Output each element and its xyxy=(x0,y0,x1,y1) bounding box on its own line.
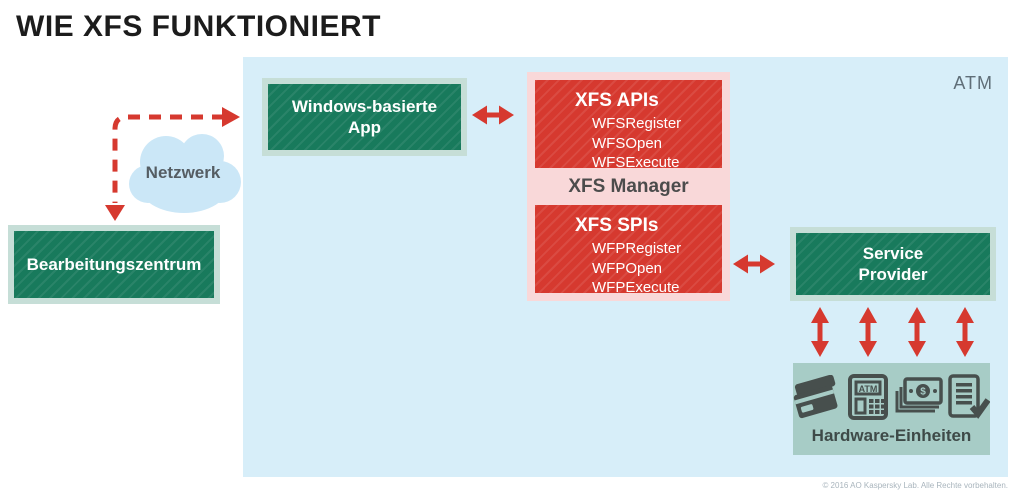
xfs-spis-box: XFS SPIs WFPRegister WFPOpen WFPExecute xyxy=(535,205,722,296)
xfs-api-item: WFSRegister xyxy=(592,115,682,132)
network-dashed-arrow xyxy=(105,107,240,221)
xfs-spi-item: WFPExecute xyxy=(592,279,680,296)
hardware-units-box: ATM $ xyxy=(793,363,990,455)
processing-center-box: Bearbeitungszentrum xyxy=(8,225,220,304)
atm-machine-icon: ATM xyxy=(848,374,888,420)
hardware-icons-row: ATM $ xyxy=(793,372,990,422)
service-provider-box: Service Provider xyxy=(790,227,996,301)
page-title: WIE XFS FUNKTIONIERT xyxy=(16,10,381,43)
xfs-manager-stack: XFS APIs WFSRegister WFSOpen WFSExecute … xyxy=(527,72,730,301)
copyright-text: © 2016 AO Kaspersky Lab. Alle Rechte vor… xyxy=(822,481,1008,490)
xfs-manager-strip: XFS Manager xyxy=(535,168,722,205)
network-cloud-label: Netzwerk xyxy=(145,163,221,182)
svg-text:ATM: ATM xyxy=(859,384,878,394)
cash-icon: $ xyxy=(895,377,943,413)
network-cloud-icon xyxy=(129,134,241,213)
xfs-apis-title: XFS APIs xyxy=(575,90,659,111)
xfs-spi-item: WFPRegister xyxy=(592,240,682,257)
xfs-api-item: WFSOpen xyxy=(592,134,663,152)
xfs-spi-item: WFPOpen xyxy=(592,259,663,277)
xfs-api-item: WFSExecute xyxy=(592,154,680,171)
app-api-double-arrow-icon xyxy=(472,105,514,125)
processing-center-label: Bearbeitungszentrum xyxy=(26,254,202,274)
provider-hardware-arrow-icon xyxy=(908,307,926,357)
atm-panel-label: ATM xyxy=(953,73,993,93)
receipt-check-icon xyxy=(948,374,990,419)
hardware-units-label: Hardware-Einheiten xyxy=(811,426,972,445)
svg-text:$: $ xyxy=(920,387,926,398)
windows-app-label: Windows-basierte App xyxy=(291,96,438,137)
spi-provider-double-arrow-icon xyxy=(733,254,775,274)
provider-hardware-arrow-icon xyxy=(859,307,877,357)
credit-cards-icon xyxy=(793,375,838,419)
xfs-apis-box: XFS APIs WFSRegister WFSOpen WFSExecute xyxy=(535,80,722,171)
provider-hardware-arrow-icon xyxy=(811,307,829,357)
windows-app-box: Windows-basierte App xyxy=(262,78,467,156)
xfs-manager-label: XFS Manager xyxy=(568,175,689,197)
xfs-spis-title: XFS SPIs xyxy=(575,215,659,236)
provider-hardware-arrow-icon xyxy=(956,307,974,357)
service-provider-label: Service Provider xyxy=(858,243,928,284)
